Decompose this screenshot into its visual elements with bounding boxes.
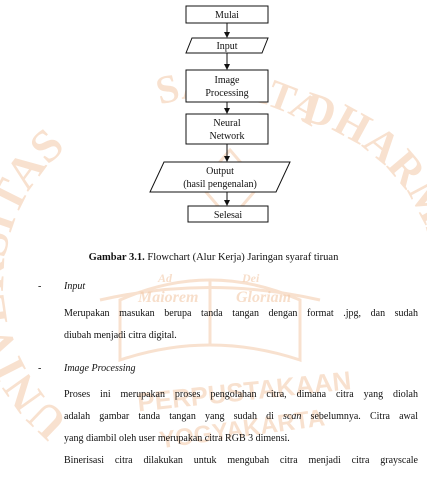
paragraph-line: Merupakan masukan berupa tanda tangan de… (64, 308, 418, 319)
figure-caption: Gambar 3.1. Flowchart (Alur Kerja) Jarin… (0, 252, 427, 263)
caption-text: Flowchart (Alur Kerja) Jaringan syaraf t… (144, 252, 339, 263)
neural-network-node (185, 113, 269, 145)
paragraph-line: adalah gambar tanda tangan yang sudah di… (64, 411, 418, 422)
section-title-input: Input (64, 281, 86, 292)
seal-book-right: Dei (241, 271, 260, 285)
paragraph-line: yang diambil oleh user merupakan citra R… (64, 433, 290, 444)
paragraph-line: Proses ini merupakan proses pengolahan c… (64, 389, 418, 400)
section-title-image-processing: Image Processing (64, 363, 136, 374)
neural-network-label-1: Neural (213, 118, 240, 129)
paragraph-line: diubah menjadi citra digital. (64, 330, 177, 341)
end-label: Selesai (214, 210, 243, 221)
output-node (149, 161, 291, 193)
input-label: Input (216, 41, 237, 52)
output-label-1: Output (206, 166, 234, 177)
image-processing-label-1: Image (215, 75, 241, 86)
paragraph-input: Merupakan masukan berupa tanda tangan de… (64, 303, 418, 347)
image-processing-label-2: Processing (205, 88, 248, 99)
paragraph-line: Binerisasi citra dilakukan untuk menguba… (64, 455, 418, 466)
end-node (187, 205, 269, 223)
start-label: Mulai (215, 10, 239, 21)
paragraph-image-processing: Proses ini merupakan proses pengolahan c… (64, 384, 418, 472)
scan-term: scan (283, 411, 302, 422)
output-label-2: (hasil pengenalan) (183, 179, 257, 190)
neural-network-label-2: Network (210, 131, 245, 142)
flowchart: Mulai Input Image Processing Neural Netw… (149, 5, 291, 223)
input-node (185, 37, 269, 54)
seal-book-left: Ad (157, 271, 173, 285)
image-processing-node (185, 69, 269, 103)
caption-label: Gambar 3.1. (88, 252, 145, 263)
